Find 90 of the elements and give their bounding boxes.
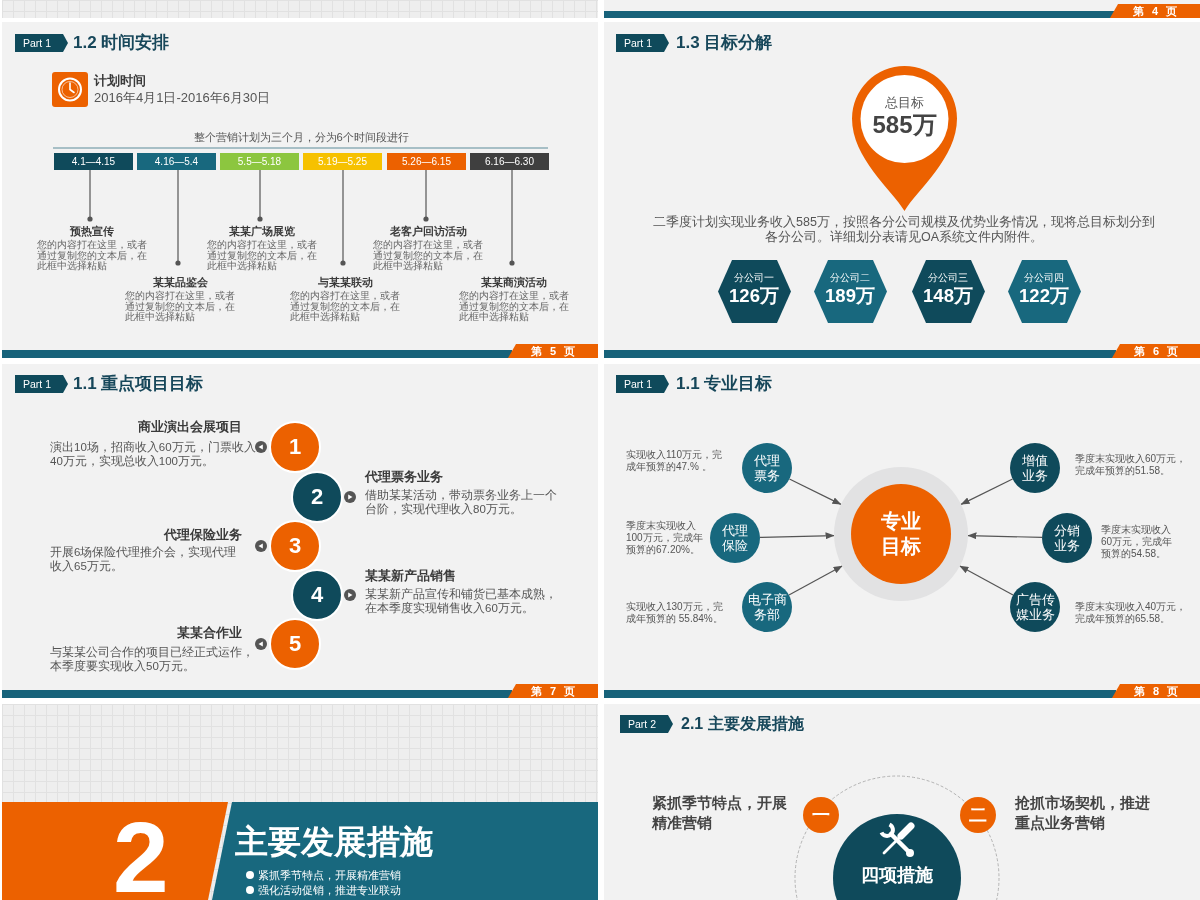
date-bar: 5.26—6.15 xyxy=(387,153,466,170)
hexagon xyxy=(1007,259,1081,323)
leader-line xyxy=(509,169,515,266)
leader-line xyxy=(423,169,429,222)
target-value: 585万 xyxy=(871,111,938,139)
item-heading: 商业演出会展项目 xyxy=(138,419,243,435)
leader-line xyxy=(175,169,181,266)
location-pin xyxy=(852,66,957,211)
center-label: 专业目标 xyxy=(880,509,922,559)
event-heading: 某某品鉴会 xyxy=(152,276,208,288)
branch-name: 分公司二 xyxy=(829,270,871,284)
result-text: 季度末实现收入100万元，完成年预算的67.20%。 xyxy=(626,520,704,556)
target-circle xyxy=(834,467,968,601)
plan-heading: 计划时间 xyxy=(94,73,146,89)
item-description: 某某新产品宣传和铺货已基本成熟，在本季度实现销售收入60万元。 xyxy=(365,587,558,615)
step-text: 抢抓市场契机，推进重点业务营销 xyxy=(1015,794,1151,833)
event-heading: 与某某联动 xyxy=(317,276,373,288)
event-description: 您的内容打在这里，或者通过复制您的文本后，在此框中选择粘贴 xyxy=(372,240,484,272)
event-heading: 某某商演活动 xyxy=(481,276,547,288)
slide-title: 1.1 专业目标 xyxy=(676,374,773,394)
date-bar: 4.1—4.15 xyxy=(54,153,133,170)
result-text: 季度末实现收入40万元，完成年预算的65.58。 xyxy=(1075,601,1188,625)
date-range: 2016年4月1日-2016年6月30日 xyxy=(94,90,271,106)
slide-title: 2.1 主要发展措施 xyxy=(681,714,804,733)
arrow xyxy=(967,532,1043,540)
part-tag: Part 1 xyxy=(15,34,68,52)
event-description: 您的内容打在这里，或者通过复制您的文本后，在此框中选择粘贴 xyxy=(124,291,236,323)
part-tag: Part 2 xyxy=(620,715,673,733)
section-banner xyxy=(210,802,598,900)
hub-label: 四项措施 xyxy=(860,864,934,886)
result-text: 实现收入110万元，完成年预算的47.% 。 xyxy=(626,449,723,473)
slide-title: 1.1 重点项目目标 xyxy=(73,374,204,394)
event-heading: 老客户回访活动 xyxy=(389,225,467,237)
event-description: 您的内容打在这里，或者通过复制您的文本后，在此框中选择粘贴 xyxy=(206,240,318,272)
hexagon xyxy=(911,259,985,323)
arrow xyxy=(788,478,842,505)
section-number-block: 2 xyxy=(2,802,228,900)
event-description: 您的内容打在这里，或者通过复制您的文本后，在此框中选择粘贴 xyxy=(458,291,570,323)
bullet-text: 强化活动促销，推进专业联动 xyxy=(258,883,401,897)
leader-line xyxy=(340,169,346,266)
page-tab: 第 5 页 xyxy=(508,344,598,358)
branch-name: 分公司三 xyxy=(927,270,969,284)
item-description: 借助某某活动，带动票务业务上一个台阶，实现代理收入80万元。 xyxy=(365,488,558,516)
page-tab: 第 6 页 xyxy=(1112,344,1200,358)
page-tab: 第 7 页 xyxy=(508,684,598,698)
slide-title: 1.3 目标分解 xyxy=(676,33,773,53)
event-heading: 预热宣传 xyxy=(70,225,114,237)
event-description: 您的内容打在这里，或者通过复制您的文本后，在此框中选择粘贴 xyxy=(36,240,148,272)
part-tag: Part 1 xyxy=(15,375,68,393)
item-heading: 代理保险业务 xyxy=(164,527,243,543)
branch-name: 分公司四 xyxy=(1023,270,1065,284)
part-tag: Part 1 xyxy=(616,375,669,393)
result-text: 实现收入130万元，完成年预算的 55.84%。 xyxy=(626,601,724,625)
description-text: 二季度计划实现业务收入585万，按照各分公司规模及优势业务情况，现将总目标划分到各分公司。详细划分表请见OA系统文件内附件。 xyxy=(652,215,1156,245)
branch-value: 148万 xyxy=(922,284,974,307)
arrow xyxy=(959,565,1014,596)
date-bar: 5.5—5.18 xyxy=(220,153,299,170)
result-text: 季度末实现收入60万元，完成年预算的54.58。 xyxy=(1101,524,1174,560)
page-tab: 第 8 页 xyxy=(1112,684,1200,698)
item-heading: 某某新产品销售 xyxy=(365,568,456,584)
result-text: 季度末实现收入60万元，完成年预算的51.58。 xyxy=(1075,453,1188,477)
date-bar: 5.19—5.25 xyxy=(303,153,382,170)
arrow xyxy=(759,532,835,540)
arrow xyxy=(960,478,1014,505)
slide-title: 1.2 时间安排 xyxy=(73,33,170,53)
leader-line xyxy=(257,169,263,222)
item-heading: 某某合作业 xyxy=(177,625,243,641)
part-tag: Part 1 xyxy=(616,34,669,52)
arrow xyxy=(788,565,843,596)
item-description: 演出10场，招商收入60万元，门票收入40万元，实现总收入100万元。 xyxy=(50,440,257,468)
hexagon xyxy=(813,259,887,323)
event-heading: 某某广场展览 xyxy=(229,225,295,237)
section-title: 主要发展措施 xyxy=(235,823,433,861)
item-heading: 代理票务业务 xyxy=(365,469,443,485)
bullet-text: 紧抓季节特点，开展精准营销 xyxy=(258,868,401,882)
hexagon xyxy=(717,259,791,323)
pin-caption: 总目标 xyxy=(884,95,925,111)
page-tab: 第 4 页 xyxy=(1110,4,1200,18)
branch-value: 126万 xyxy=(728,284,780,307)
leader-line xyxy=(87,169,93,222)
item-description: 开展6场保险代理推介会，实现代理收入65万元。 xyxy=(50,545,238,573)
event-description: 您的内容打在这里，或者通过复制您的文本后，在此框中选择粘贴 xyxy=(289,291,401,323)
step-text: 紧抓季节特点，开展精准营销 xyxy=(652,794,788,833)
branch-name: 分公司一 xyxy=(733,270,775,284)
date-bar: 4.16—5.4 xyxy=(137,153,216,170)
timeline-caption: 整个营销计划为三个月，分为6个时间段进行 xyxy=(193,130,410,144)
branch-value: 122万 xyxy=(1018,284,1070,307)
date-bar: 6.16—6.30 xyxy=(470,153,549,170)
branch-value: 189万 xyxy=(824,284,876,307)
item-description: 与某某公司合作的项目已经正式运作，本季度要实现收入50万元。 xyxy=(50,645,255,673)
